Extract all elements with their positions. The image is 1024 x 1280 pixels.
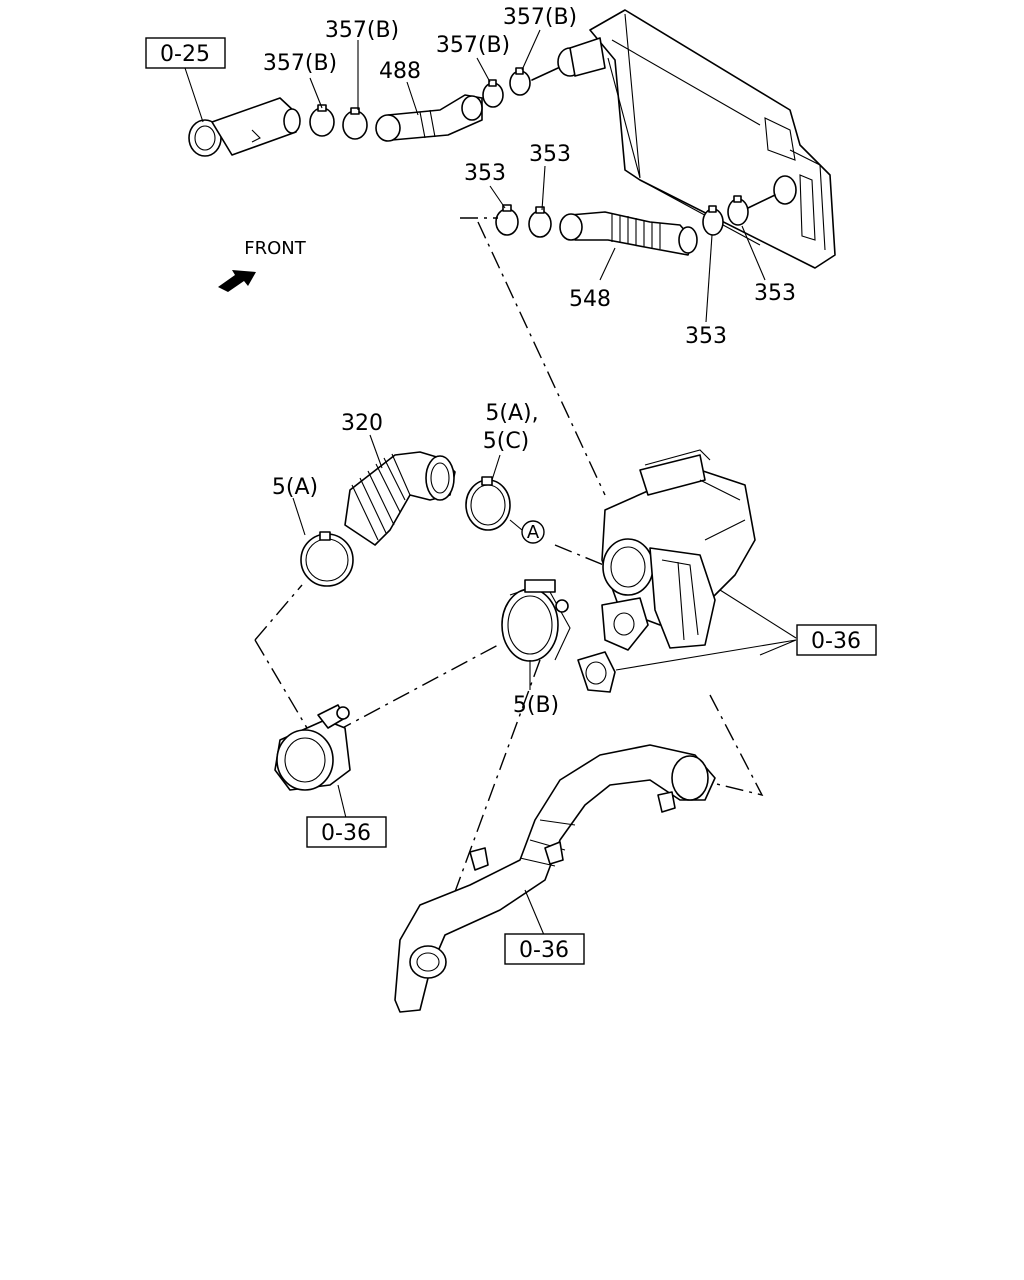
clamp-353-2 <box>528 206 552 238</box>
clamp-357b-2 <box>342 107 368 140</box>
clamp-357b-1 <box>309 104 335 137</box>
clamp-353-1 <box>495 204 519 236</box>
clamp-5a-left <box>300 531 354 587</box>
label-357b: 357(B) <box>503 5 577 30</box>
label-0-25: 0-25 <box>160 42 210 67</box>
turbocharger <box>601 449 756 651</box>
clamp-353-4 <box>727 195 749 226</box>
pipe-0-25 <box>188 97 301 157</box>
leader-lines <box>184 29 797 936</box>
label-0-36: 0-36 <box>519 938 569 963</box>
label-5b: 5(B) <box>513 693 559 718</box>
label-353: 353 <box>685 324 727 349</box>
ref-box-0-36 <box>796 624 877 656</box>
label-320: 320 <box>341 411 383 436</box>
gasket <box>577 651 616 693</box>
clamp-357b-3 <box>482 79 504 108</box>
ref-box-0-36 <box>504 933 585 965</box>
front-arrow-icon <box>218 270 256 292</box>
label-callout-a: A <box>527 522 540 543</box>
label-front: FRONT <box>244 238 306 259</box>
ref-box-0-25 <box>145 37 226 69</box>
intercooler <box>557 9 836 269</box>
label-5a-5c-line1: 5(A), <box>485 401 538 426</box>
label-353: 353 <box>529 142 571 167</box>
label-0-36: 0-36 <box>811 629 861 654</box>
clamp-353-3 <box>702 205 724 236</box>
label-548: 548 <box>569 287 611 312</box>
clamp-5a-right <box>465 476 511 531</box>
clamp-5b <box>501 579 571 662</box>
label-0-36: 0-36 <box>321 821 371 846</box>
outlet-pipe <box>394 744 716 1013</box>
label-5a: 5(A) <box>272 475 318 500</box>
ref-box-0-36 <box>306 816 387 848</box>
label-5c: 5(C) <box>483 429 530 454</box>
label-357b: 357(B) <box>436 33 510 58</box>
hose-320 <box>344 451 456 546</box>
label-357b: 357(B) <box>325 18 399 43</box>
label-488: 488 <box>379 59 421 84</box>
clamp-357b-4 <box>509 67 531 96</box>
label-353: 353 <box>464 161 506 186</box>
elbow-pipe <box>274 704 351 791</box>
label-353: 353 <box>754 281 796 306</box>
hose-488 <box>375 94 483 142</box>
hose-548 <box>559 211 698 256</box>
label-357b: 357(B) <box>263 51 337 76</box>
callout-circle-a <box>521 520 545 544</box>
